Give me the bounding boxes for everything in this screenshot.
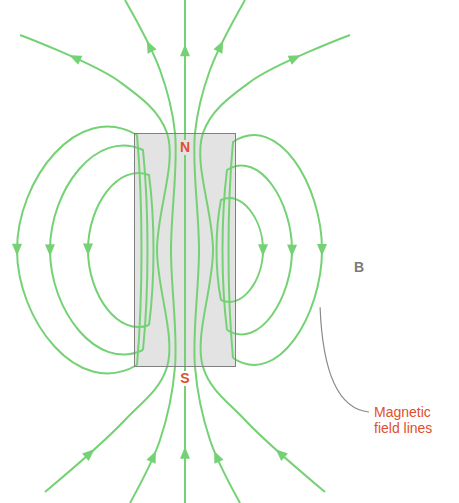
field-line (229, 135, 323, 365)
field-arrow (180, 44, 190, 56)
field-arrow (317, 244, 327, 256)
field-arrow (258, 244, 268, 256)
field-line (50, 145, 148, 354)
field-arrow (146, 449, 160, 464)
field-line (184, 0, 186, 503)
field-line (125, 0, 176, 503)
field-arrow (83, 243, 93, 255)
bar-magnet: NS (134, 133, 236, 367)
callout-text: Magnetic field lines (374, 404, 454, 436)
pole-label: S (178, 371, 191, 386)
field-symbol: B (354, 259, 364, 275)
field-arrow (272, 445, 288, 460)
field-line (88, 173, 154, 327)
field-line (200, 35, 350, 492)
field-arrow (288, 51, 303, 65)
field-arrow (210, 449, 224, 464)
field-arrow (82, 445, 98, 460)
field-arrow (67, 51, 82, 65)
field-line (20, 35, 170, 492)
field-lines (12, 0, 350, 503)
field-arrow (45, 244, 55, 256)
field-line (17, 127, 142, 374)
field-line (194, 0, 245, 503)
field-arrow (287, 245, 297, 257)
field-line (223, 166, 293, 335)
field-arrow (213, 39, 227, 54)
field-arrow (142, 39, 156, 54)
leader-line (320, 307, 369, 412)
field-arrow (12, 244, 22, 256)
field-arrow (180, 447, 190, 459)
pole-label: N (178, 140, 192, 155)
